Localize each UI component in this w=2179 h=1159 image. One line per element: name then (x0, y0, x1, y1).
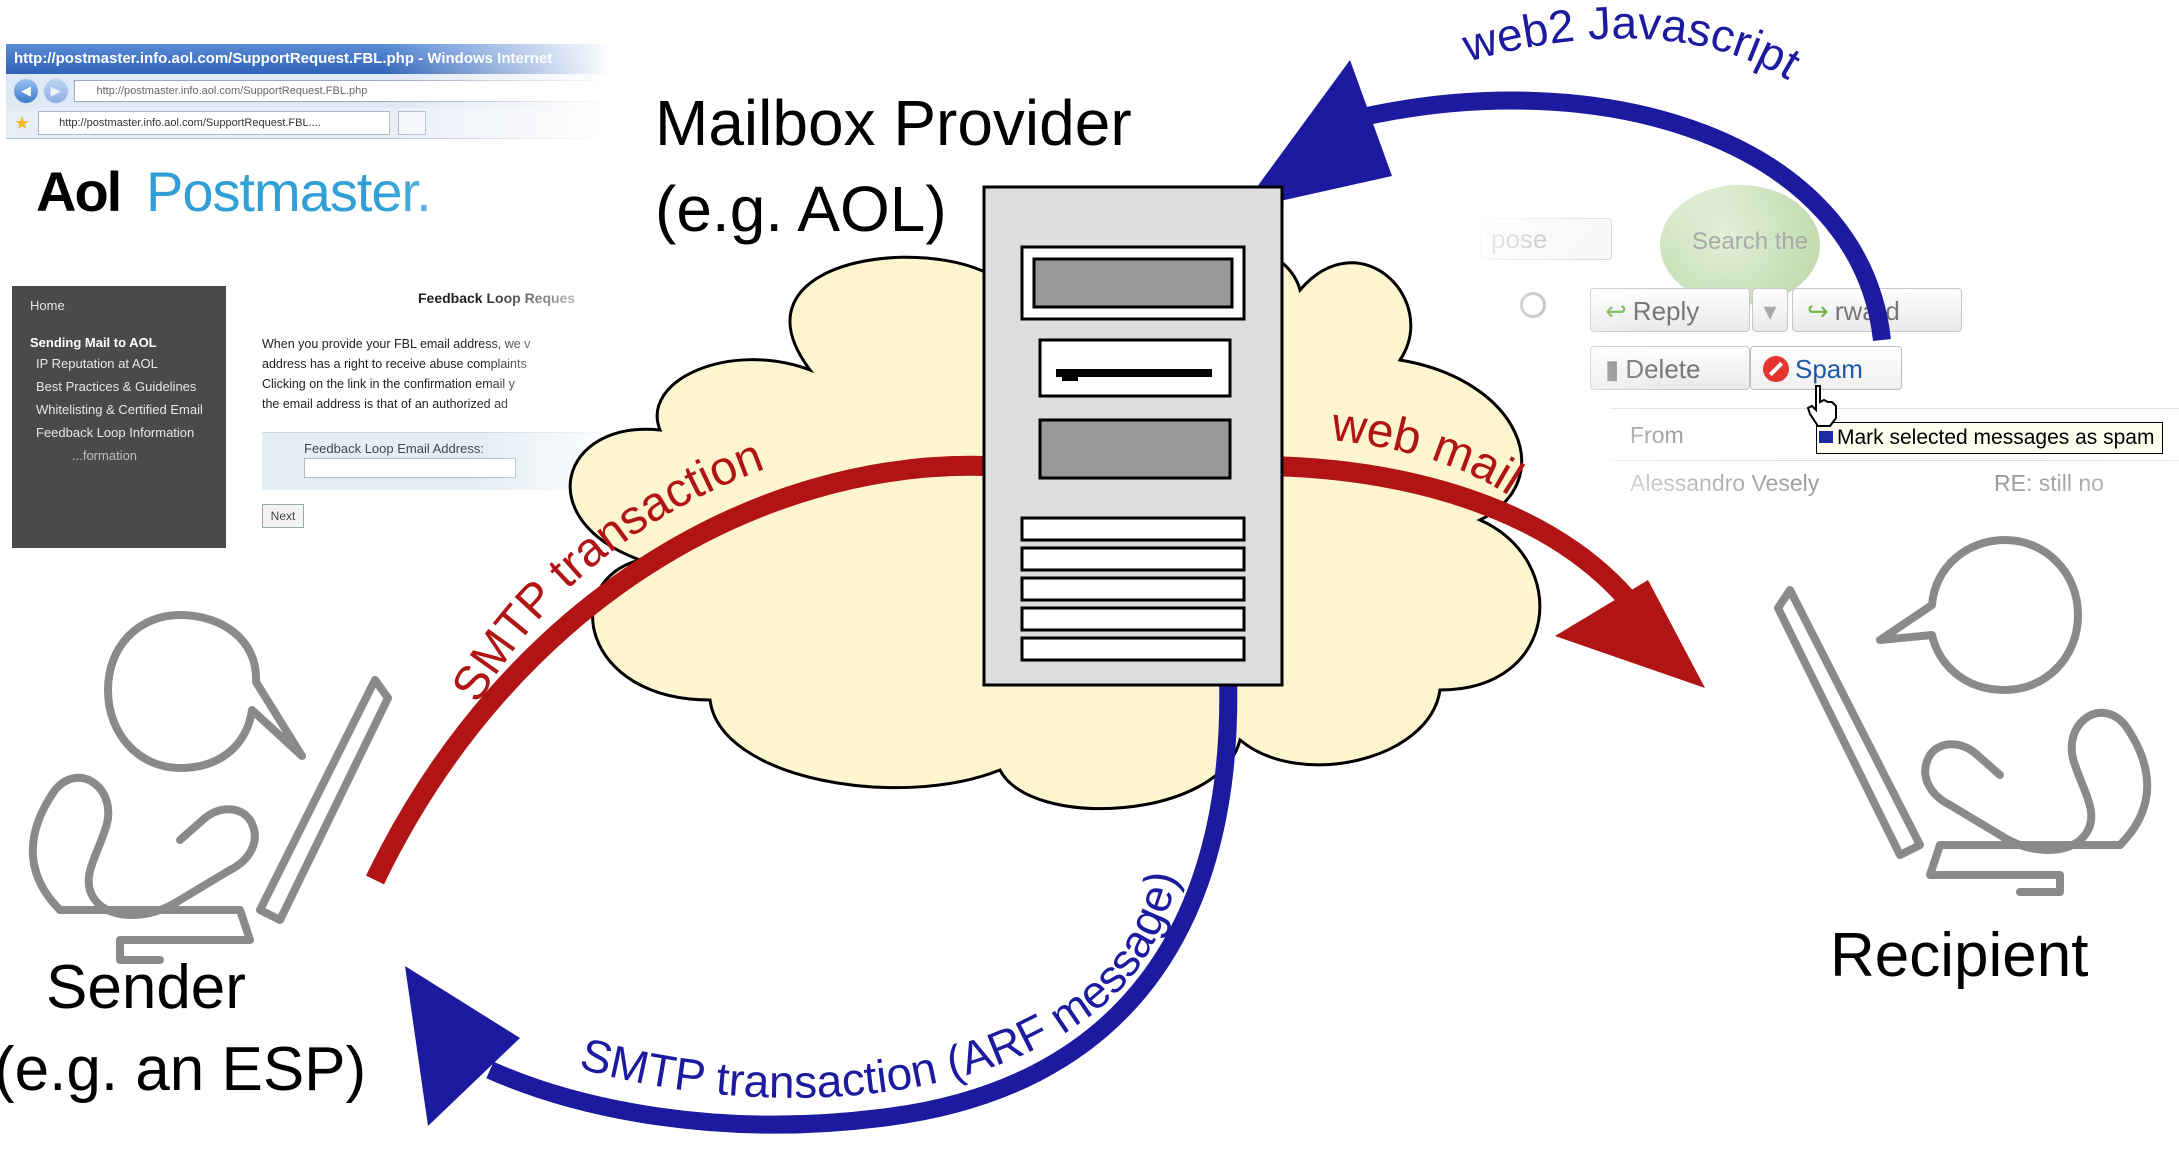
browser-title-bar: http://postmaster.info.aol.com/SupportRe… (6, 44, 612, 74)
trash-icon: ▮ (1605, 354, 1620, 384)
logo-postmaster-text: Postmaster. (146, 160, 432, 223)
reply-icon: ↩ (1605, 296, 1627, 326)
browser-tab: http://postmaster.info.aol.com/SupportRe… (38, 111, 391, 135)
webmail-search-text: Search the (1692, 228, 1809, 255)
spam-tooltip: Mark selected messages as spam (1816, 422, 2164, 454)
web-mail-arrowhead (1555, 580, 1705, 688)
logo-aol-text: Aol (36, 160, 122, 223)
message-sender: Alessandro Vesely (1630, 470, 1820, 496)
divider (1610, 460, 2179, 461)
smtp-transaction-arrow (365, 455, 986, 885)
compose-button: pose (1480, 218, 1612, 260)
sender-person-icon (28, 611, 392, 964)
spam-label: Spam (1795, 354, 1863, 384)
compose-label: pose (1491, 224, 1548, 254)
spam-button: Spam (1750, 346, 1902, 390)
web-mail-arrow (1269, 456, 1649, 621)
from-column-header: From (1630, 422, 1684, 448)
forward-icon: ▶ (43, 79, 68, 103)
smtp-arf-arrowhead (405, 966, 520, 1126)
delete-button: ▮Delete (1590, 346, 1750, 390)
favorites-star-icon: ★ (14, 112, 31, 133)
back-icon: ◀ (14, 79, 38, 103)
hand-cursor-icon (1806, 385, 1837, 427)
divider (1610, 408, 2179, 409)
recipient-person-icon (1774, 536, 2152, 896)
delete-label: Delete (1625, 354, 1701, 384)
tooltip-marker (1819, 431, 1833, 443)
smtp-arf-label: SMTP transaction (ARF message) (575, 865, 1188, 1108)
sender-label: Sender (46, 953, 246, 1022)
reply-dropdown-button: ▾ (1752, 288, 1788, 332)
web2-javascript-arrow (1347, 91, 1891, 341)
message-subject: RE: still no (1994, 470, 2104, 496)
address-bar: http://postmaster.info.aol.com/SupportRe… (73, 80, 612, 102)
sender-example: (e.g. an ESP) (0, 1035, 367, 1104)
web2-javascript-label: web2 Javascript (1456, 0, 1809, 89)
aol-postmaster-logo: Aol Postmaster. (6, 139, 612, 249)
webmail-search-bubble (1660, 185, 1820, 305)
chevron-down-icon: ▾ (1763, 296, 1777, 326)
browser-address-row: ◀ ▶ http://postmaster.info.aol.com/Suppo… (6, 74, 612, 108)
web2-javascript-arrowhead (1240, 60, 1392, 210)
reply-button: ↩Reply (1590, 288, 1750, 332)
browser-tab-row: ★ http://postmaster.info.aol.com/Support… (6, 108, 612, 139)
smtp-arf-arrow (486, 674, 1238, 1134)
reply-label: Reply (1632, 296, 1700, 326)
mailbox-provider-label: Mailbox Provider (655, 87, 1132, 159)
forward-icon: ↪ (1807, 296, 1829, 326)
new-tab-button (398, 111, 427, 135)
mail-server-icon (982, 185, 1284, 687)
search-icon (1520, 292, 1546, 318)
mailbox-provider-example: (e.g. AOL) (655, 173, 947, 245)
recipient-label: Recipient (1830, 921, 2089, 990)
spam-icon (1763, 356, 1789, 383)
webmail-screenshot: pose Search the ↩Reply ▾ ↪rward ▮Delete … (1480, 150, 2179, 510)
